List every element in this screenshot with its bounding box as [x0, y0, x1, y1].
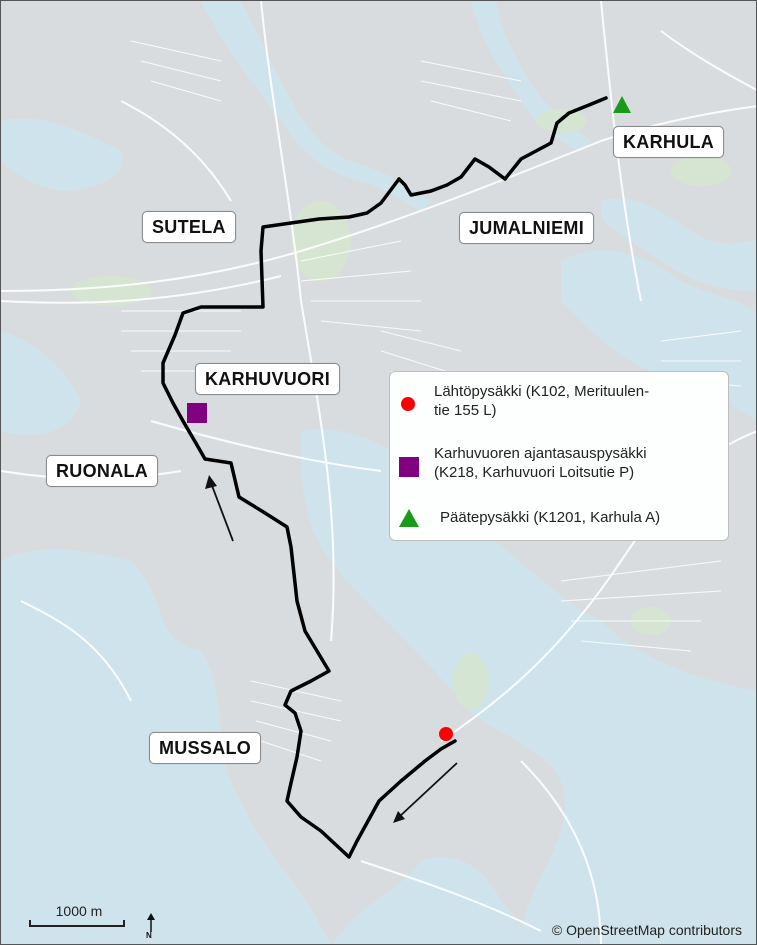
- timing-stop-marker[interactable]: [187, 403, 207, 423]
- legend-end-text: Päätepysäkki (K1201, Karhula A): [440, 509, 661, 526]
- map-legend: Lähtöpysäkki (K102, Merituulen- tie 155 …: [389, 371, 729, 541]
- legend-start-line1: Lähtöpysäkki (K102, Merituulen-: [434, 383, 650, 400]
- place-label-ruonala: RUONALA: [46, 455, 159, 487]
- place-label-sutela: SUTELA: [142, 211, 236, 243]
- legend-timing-line2: (K218, Karhuvuori Loitsutie P): [434, 464, 635, 481]
- lake-west: [1, 118, 123, 191]
- direction-arrow-karhuvuori: [205, 475, 234, 542]
- north-arrow-icon: [147, 913, 155, 932]
- start-stop-marker[interactable]: [439, 727, 453, 741]
- scale-bar-tick-right: [123, 920, 125, 927]
- coast-west: [1, 331, 81, 435]
- scale-bar-line: [29, 925, 125, 927]
- legend-square-icon: [399, 457, 419, 477]
- legend-timing-text: Karhuvuoren ajantasauspysäkki (K218, Kar…: [434, 444, 722, 482]
- scale-bar: 1000 m: [29, 903, 129, 933]
- legend-item-timing: Karhuvuoren ajantasauspysäkki (K218, Kar…: [390, 444, 728, 484]
- river-north: [201, 1, 431, 211]
- direction-arrow-mussalo: [393, 762, 458, 823]
- north-arrow: N: [144, 913, 158, 941]
- legend-triangle-icon: [399, 509, 419, 527]
- legend-item-end: Päätepysäkki (K1201, Karhula A): [390, 508, 728, 530]
- legend-start-text: Lähtöpysäkki (K102, Merituulen- tie 155 …: [434, 382, 722, 420]
- place-label-mussalo: MUSSALO: [149, 732, 262, 764]
- end-stop-marker[interactable]: [613, 96, 631, 113]
- river-karhula: [471, 1, 591, 151]
- bay-jumalniemi: [601, 198, 756, 291]
- place-label-jumalniemi: JUMALNIEMI: [459, 212, 594, 244]
- map-attribution[interactable]: © OpenStreetMap contributors: [551, 922, 742, 938]
- scale-bar-label: 1000 m: [55, 903, 103, 919]
- south-sea: [332, 857, 531, 944]
- legend-timing-line1: Karhuvuoren ajantasauspysäkki: [434, 445, 647, 462]
- place-label-karhula: KARHULA: [613, 126, 725, 158]
- place-label-karhuvuori: KARHUVUORI: [195, 363, 341, 395]
- legend-item-start: Lähtöpysäkki (K102, Merituulen- tie 155 …: [390, 382, 728, 422]
- scale-bar-tick-left: [29, 920, 31, 927]
- legend-circle-icon: [401, 397, 415, 411]
- bus-route-line: [161, 96, 608, 859]
- bay-central: [301, 429, 756, 944]
- legend-start-line2: tie 155 L): [434, 402, 497, 419]
- north-arrow-label: N: [146, 931, 152, 940]
